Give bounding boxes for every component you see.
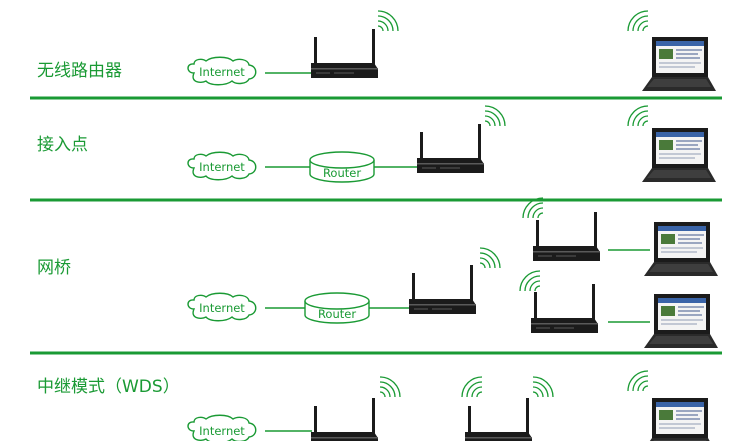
wireless-router-icon xyxy=(417,124,484,173)
wifi-signal-icon xyxy=(627,370,649,392)
cloud-icon xyxy=(187,151,257,181)
section-title-access-point: 接入点 xyxy=(37,135,88,155)
wifi-signal-icon xyxy=(461,376,483,398)
internet-cloud-4: Internet xyxy=(187,414,257,441)
wireless-router-icon xyxy=(533,212,600,261)
internet-label: Internet xyxy=(199,160,245,174)
laptop-icon xyxy=(644,294,718,348)
wireless-router-icon xyxy=(409,265,476,314)
cloud-icon xyxy=(187,414,257,441)
cloud-icon xyxy=(187,292,257,322)
wireless-router-icon xyxy=(531,284,598,333)
router-label: Router xyxy=(323,166,361,180)
wifi-signal-icon xyxy=(379,376,401,398)
internet-label: Internet xyxy=(199,301,245,315)
wifi-signal-icon xyxy=(377,10,399,32)
laptop-icon xyxy=(642,37,716,91)
wifi-signal-icon xyxy=(519,270,541,292)
wifi-signal-icon xyxy=(627,105,649,127)
wireless-router-icon xyxy=(311,398,378,441)
wifi-signal-icon xyxy=(627,10,649,32)
router-icon: Router xyxy=(309,151,375,183)
wireless-router-icon xyxy=(311,29,378,78)
router-icon: Router xyxy=(304,292,370,324)
internet-cloud-2: Internet xyxy=(187,151,257,181)
laptop-icon xyxy=(644,222,718,276)
laptop-icon xyxy=(642,128,716,182)
laptop-icon xyxy=(642,398,716,441)
section-title-repeater-wds: 中继模式（WDS） xyxy=(37,377,180,397)
internet-label: Internet xyxy=(199,424,245,438)
internet-label: Internet xyxy=(199,65,245,79)
wifi-signal-icon xyxy=(532,376,554,398)
section-title-bridge: 网桥 xyxy=(37,258,71,278)
wifi-signal-icon xyxy=(479,247,501,269)
router-label: Router xyxy=(318,307,356,321)
wireless-router-icon xyxy=(465,398,532,441)
internet-cloud-3: Internet xyxy=(187,292,257,322)
wifi-signal-icon xyxy=(484,105,506,127)
section-title-wireless-router: 无线路由器 xyxy=(37,61,122,81)
internet-cloud-1: Internet xyxy=(187,56,257,86)
cloud-icon xyxy=(187,56,257,86)
